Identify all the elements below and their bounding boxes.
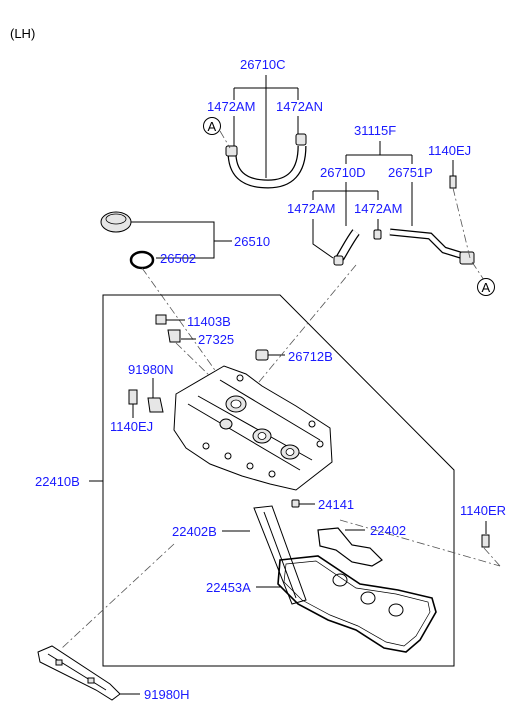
label-26710c[interactable]: 26710C	[240, 57, 286, 72]
label-1472an-top[interactable]: 1472AN	[276, 99, 323, 114]
gasket-22402-group: 22402	[317, 523, 406, 567]
gasket-22453a-group: 22453A	[206, 555, 437, 653]
label-1472am-left[interactable]: 1472AM	[287, 201, 335, 216]
pcv-group: 26712B	[243, 264, 357, 401]
label-24141[interactable]: 24141	[318, 497, 354, 512]
plug-24141	[291, 499, 300, 508]
label-22402b[interactable]: 22402B	[172, 524, 217, 539]
bracket-91980h-group: 91980H	[37, 543, 190, 702]
label-91980h[interactable]: 91980H	[144, 687, 190, 702]
label-26502[interactable]: 26502	[160, 251, 196, 266]
cover-frame: 22410B	[35, 294, 455, 667]
bracket-91980n	[147, 397, 164, 413]
bracket-group: 91980N 1140EJ	[110, 362, 174, 434]
label-1472am-right[interactable]: 1472AM	[354, 201, 402, 216]
gasket-22453a	[277, 555, 437, 653]
label-22402[interactable]: 22402	[370, 523, 406, 538]
filler-cap	[100, 211, 132, 233]
label-1472am-top[interactable]: 1472AM	[207, 99, 255, 114]
pcv-valve	[255, 349, 269, 361]
bolt-1140ej-left	[128, 389, 138, 405]
hose-26710c-group: 26710C 1472AM 1472AN A	[203, 57, 323, 189]
bolt-11403b	[155, 314, 167, 325]
label-1140er[interactable]: 1140ER	[460, 503, 506, 518]
side-indicator: (LH)	[10, 26, 35, 41]
label-22410b[interactable]: 22410B	[35, 474, 80, 489]
cap-gasket	[129, 250, 155, 270]
label-27325[interactable]: 27325	[198, 332, 234, 347]
label-1140ej-left[interactable]: 1140EJ	[110, 419, 153, 434]
plug-group: 24141	[291, 497, 354, 512]
callout-a-right[interactable]	[477, 278, 495, 296]
filler-cap-group: 26510 26502	[100, 211, 270, 381]
label-26710d[interactable]: 26710D	[320, 165, 366, 180]
sensor-group: 11403B 27325	[155, 314, 234, 381]
label-26712b[interactable]: 26712B	[288, 349, 333, 364]
bolt-1140er	[481, 534, 490, 548]
bolt-1140er-group: 1140ER	[339, 503, 506, 567]
label-26751p[interactable]: 26751P	[388, 165, 433, 180]
label-31115f[interactable]: 31115F	[354, 123, 396, 138]
label-22453a[interactable]: 22453A	[206, 580, 251, 595]
pipe-31115f-group: 31115F 26710D 26751P 1472AM 1472AM 1140E…	[287, 123, 495, 296]
label-1140ej-top[interactable]: 1140EJ	[428, 143, 471, 158]
label-91980n[interactable]: 91980N	[128, 362, 174, 377]
svg-text:A: A	[208, 119, 217, 134]
label-26510[interactable]: 26510	[234, 234, 270, 249]
svg-text:A: A	[482, 280, 491, 295]
sensor-27325	[167, 329, 181, 343]
callout-a-top[interactable]	[203, 117, 221, 135]
rocker-cover	[173, 365, 333, 491]
gasket-22402	[317, 527, 383, 567]
label-11403b[interactable]: 11403B	[187, 314, 231, 329]
gasket-22402b-group: 22402B	[172, 505, 307, 605]
